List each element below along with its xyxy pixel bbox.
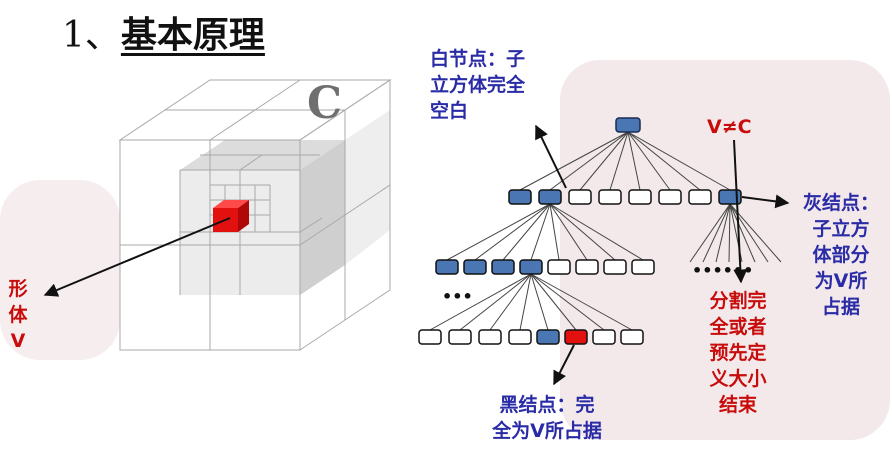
background-watermark xyxy=(560,60,890,440)
title-text: 基本原理 xyxy=(120,14,265,56)
page-title: 1、基本原理 xyxy=(62,6,265,58)
ellipsis-right-branch: •••••• xyxy=(692,261,754,280)
arrow-black-node xyxy=(553,344,575,386)
arrow-split xyxy=(733,139,748,284)
red-cube-side xyxy=(238,200,249,232)
tree-node-gray xyxy=(463,259,487,275)
tree-node-white xyxy=(620,329,644,345)
subdivided-cube xyxy=(118,79,392,351)
tree-node-gray xyxy=(718,189,742,205)
tree-root-node xyxy=(615,117,641,133)
tree-node-white xyxy=(631,259,655,275)
tree-node-white xyxy=(478,329,502,345)
tree-node-white xyxy=(598,189,622,205)
red-cube-top xyxy=(213,200,249,208)
tree-node-white xyxy=(592,329,616,345)
tree-node-gray xyxy=(536,329,560,345)
tree-node-white xyxy=(568,189,592,205)
shaded-octant-side xyxy=(300,140,345,295)
tree-node-white xyxy=(628,189,652,205)
title-number: 1、 xyxy=(62,15,121,56)
arrow-shape xyxy=(43,217,231,297)
tree-node-white xyxy=(575,259,599,275)
tree-node-white xyxy=(658,189,682,205)
tree-node-white xyxy=(603,259,627,275)
background-watermark-left xyxy=(0,180,120,360)
tree-node-black xyxy=(564,329,588,345)
arrow-white-node xyxy=(535,124,567,189)
ellipsis-level2: ••• xyxy=(442,287,473,306)
v-not-equal-c-label: V≠C xyxy=(707,116,752,138)
tree-node-white xyxy=(688,189,712,205)
tree-node-gray xyxy=(508,189,532,205)
shape-v-label: 形 体 V xyxy=(8,278,28,352)
tree-node-white xyxy=(418,329,442,345)
gray-node-label: 灰结点： 子立方 体部分 为V所 占据 xyxy=(802,192,879,318)
black-node-label: 黑结点：完 全为V所占据 xyxy=(492,394,602,442)
tree-node-gray xyxy=(435,259,459,275)
arrow-gray-node xyxy=(741,194,790,209)
tree-node-white xyxy=(448,329,472,345)
tree-node-gray xyxy=(491,259,515,275)
tree-node-white xyxy=(547,259,571,275)
tree-node-gray xyxy=(538,189,562,205)
tree-node-white xyxy=(508,329,532,345)
split-end-label: 分割完 全或者 预先定 义大小 结束 xyxy=(709,290,767,416)
cube-label: C xyxy=(307,78,343,129)
white-node-label: 白节点：子 立方体完全 空白 xyxy=(430,48,526,122)
tree-node-gray xyxy=(519,259,543,275)
